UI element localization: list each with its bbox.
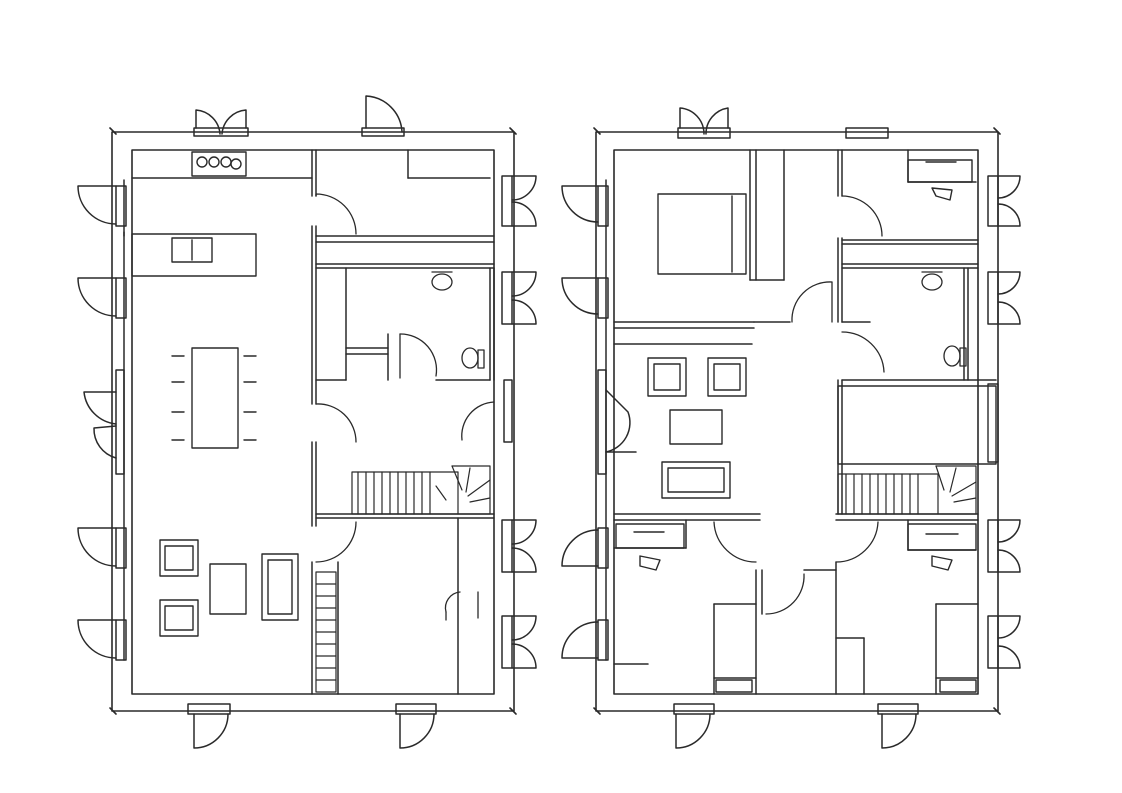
upper-floor-plan [561, 107, 1021, 749]
kitchen-island [131, 233, 257, 277]
bed-icon [837, 385, 997, 465]
living-room-furniture [159, 539, 299, 637]
upper-exterior-openings [561, 107, 1021, 749]
door-icon [77, 185, 127, 227]
door-swing-icon [835, 521, 879, 563]
door-swing-icon [444, 591, 461, 613]
door-icon [561, 185, 609, 227]
door-swing-icon [399, 333, 438, 377]
ground-staircase [315, 465, 491, 693]
door-icon [597, 369, 637, 475]
door-swing-icon [841, 195, 883, 237]
upper-bedroom-furniture [615, 159, 999, 693]
door-icon [83, 369, 125, 475]
door-icon [77, 619, 127, 661]
upper-bathroom-fixtures [921, 271, 967, 367]
door-swing-icon [315, 403, 357, 443]
washbasin-icon [921, 273, 943, 291]
door-icon [77, 527, 127, 569]
window-icon [845, 127, 889, 139]
sink-icon [171, 237, 213, 263]
door-swing-icon [315, 521, 357, 563]
ground-exterior-openings [77, 95, 537, 749]
desk-icon [615, 523, 685, 549]
door-icon [77, 277, 127, 319]
upper-interior-walls [605, 149, 997, 695]
door-swing-icon [461, 401, 495, 441]
kitchen [131, 151, 257, 277]
door-icon [561, 619, 609, 661]
door-swing-icon [315, 193, 357, 235]
dining-table [171, 347, 257, 449]
upper-exterior-walls [593, 127, 1001, 715]
door-icon [187, 703, 231, 749]
window-icon [501, 519, 537, 573]
door-icon [361, 95, 405, 137]
ground-bathroom-fixtures [431, 271, 485, 369]
upper-staircase [837, 465, 977, 515]
door-icon [561, 527, 609, 569]
door-icon [877, 703, 919, 749]
upper-interior-doors [713, 195, 885, 615]
toilet-icon [461, 347, 479, 369]
ground-interior-walls [123, 149, 495, 695]
window-icon [501, 615, 537, 669]
window-icon [193, 109, 249, 137]
washbasin-icon [431, 273, 453, 291]
door-swing-icon [841, 331, 885, 373]
door-icon [561, 277, 609, 319]
window-icon [987, 271, 1021, 325]
door-icon [673, 703, 715, 749]
window-icon [503, 379, 513, 443]
door-swing-icon [765, 573, 805, 615]
desk-icon [907, 159, 973, 183]
door-swing-icon [791, 281, 833, 323]
stove-icon [191, 151, 247, 177]
window-icon [677, 107, 731, 139]
ground-interior-doors [315, 193, 495, 621]
door-icon [395, 703, 437, 749]
bed-icon [657, 193, 747, 275]
window-icon [987, 175, 1021, 227]
upper-lounge-furniture [647, 357, 747, 499]
window-icon [501, 175, 537, 227]
window-icon [987, 615, 1021, 669]
ground-exterior-walls [109, 127, 517, 715]
door-swing-icon [713, 521, 757, 563]
window-icon [987, 519, 1021, 573]
window-icon [501, 271, 537, 325]
ground-floor-plan [77, 95, 537, 749]
toilet-icon [943, 345, 961, 367]
desk-icon [907, 523, 977, 551]
